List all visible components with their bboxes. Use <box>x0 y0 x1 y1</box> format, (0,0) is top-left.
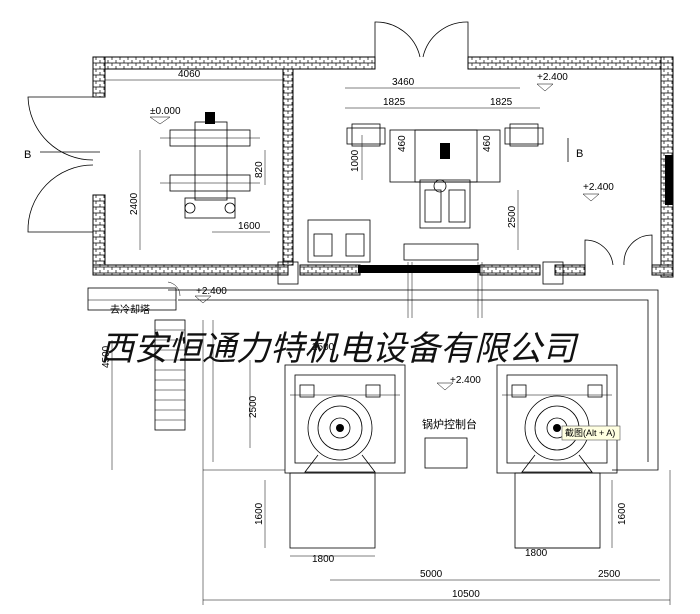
section-mark-left: B <box>24 149 31 161</box>
duct-label: 去冷却塔 <box>110 303 150 316</box>
dim-boiler-right-depth: 1600 <box>617 502 628 525</box>
boiler-room-outline <box>167 281 659 471</box>
dim-pump-offset: 1600 <box>238 221 261 232</box>
dim-boiler-left-width: 1800 <box>312 554 335 565</box>
dim-edge-offset: 2500 <box>598 569 621 580</box>
section-mark-right: B <box>576 148 583 160</box>
dim-boiler-depth: 2500 <box>248 395 259 418</box>
stairs <box>154 319 186 431</box>
dim-left-room-width: 4060 <box>178 69 201 80</box>
pump-unit-left-room <box>160 112 260 219</box>
dim-cabinet-left: 460 <box>397 135 408 152</box>
right-room-dimensions: 3460 1825 1825 1000 460 460 2500 +2.400 … <box>345 72 614 250</box>
duct-to-cooling-tower: 去冷却塔 <box>87 287 177 316</box>
level-top-right: +2.400 <box>537 72 568 83</box>
level-left-room: ±0.000 <box>150 106 181 117</box>
dim-left-room-depth: 2400 <box>129 192 140 215</box>
company-watermark: 西安恒通力特机电设备有限公司 <box>100 329 579 369</box>
boiler-control-panel: 锅炉控制台 +2.400 <box>422 375 481 469</box>
dim-right-room-width: 3460 <box>392 77 415 88</box>
dim-span-right: 1825 <box>490 97 513 108</box>
level-marker-corridor <box>194 295 212 304</box>
level-corridor: +2.400 <box>196 286 227 297</box>
dim-stair-height: 4500 <box>101 345 112 368</box>
doors <box>27 21 653 266</box>
section-markers: B B <box>24 138 583 162</box>
dim-bracket-height: 1000 <box>350 149 361 172</box>
left-room-dimensions: 4060 2400 1600 820 ±0.000 <box>105 69 283 250</box>
dim-span-left: 1825 <box>383 97 406 108</box>
tooltip-text: 截图(Alt + A) <box>565 427 615 438</box>
dim-boiler-spacing: 5000 <box>420 569 443 580</box>
dim-cabinet-right: 460 <box>482 135 493 152</box>
level-center: +2.400 <box>450 375 481 386</box>
boiler-left <box>284 364 406 549</box>
dim-boiler-gap-top: 2500 <box>312 342 335 353</box>
boiler-dimensions: 2500 2500 1600 1600 1800 1800 5000 2500 … <box>202 342 671 605</box>
control-panel-label: 锅炉控制台 <box>422 417 477 431</box>
dim-pump-gap: 820 <box>254 161 265 178</box>
dim-boiler-left-depth: 1600 <box>254 502 265 525</box>
dim-total-width: 10500 <box>452 589 480 600</box>
level-right-side: +2.400 <box>583 182 614 193</box>
screenshot-tooltip: 截图(Alt + A) <box>561 425 621 441</box>
columns <box>277 261 564 285</box>
boiler-right <box>496 364 618 549</box>
dim-boiler-right-width: 1800 <box>525 548 548 559</box>
dim-pipe-depth: 2500 <box>507 205 518 228</box>
outer-walls <box>92 56 674 278</box>
